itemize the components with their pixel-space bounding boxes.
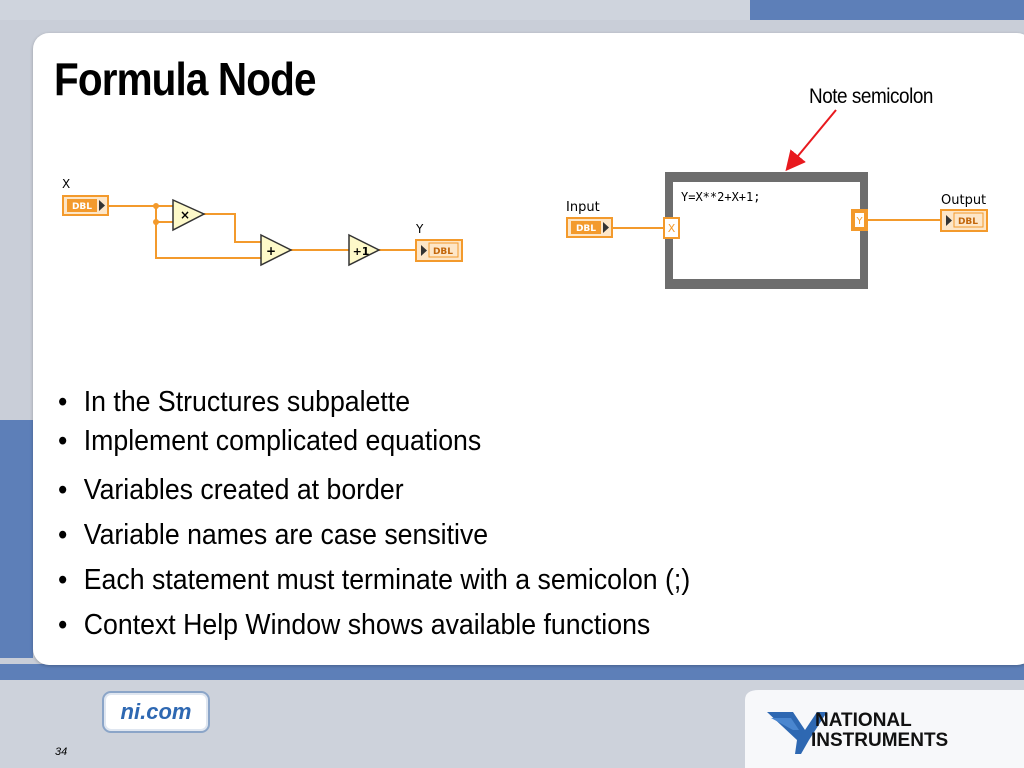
bullet-text: Variable names are case sensitive bbox=[83, 519, 489, 551]
bullet-item: •In the Structures subpalette bbox=[58, 386, 411, 418]
input-terminal-type: DBL bbox=[576, 224, 596, 234]
ni-com-badge[interactable]: ni.com bbox=[102, 691, 210, 733]
slide-title: Formula Node bbox=[54, 53, 316, 105]
formula-diagram: Input DBL Y=X**2+X+1; X Y Output bbox=[566, 172, 988, 289]
bullet-item: •Each statement must terminate with a se… bbox=[58, 564, 691, 596]
input-variable-box[interactable]: X bbox=[663, 217, 680, 239]
y-label: Y bbox=[415, 222, 424, 236]
increment-node[interactable]: +1 bbox=[348, 233, 381, 267]
eagle-logo-icon bbox=[767, 712, 827, 754]
bullet-text: Variables created at border bbox=[83, 474, 404, 506]
page-number: 34 bbox=[55, 746, 68, 758]
ni-com-text: ni.com bbox=[120, 699, 192, 724]
y-terminal[interactable]: DBL bbox=[415, 239, 463, 262]
bullet-text: Context Help Window shows available func… bbox=[83, 609, 651, 641]
formula-node[interactable]: Y=X**2+X+1; X Y bbox=[663, 172, 868, 289]
bullet-text: In the Structures subpalette bbox=[83, 386, 411, 418]
output-variable: Y bbox=[855, 216, 863, 227]
input-terminal[interactable]: DBL bbox=[566, 217, 613, 238]
input-variable: X bbox=[668, 222, 676, 235]
multiply-symbol: × bbox=[180, 208, 190, 222]
note-arrow bbox=[785, 109, 837, 172]
x-label: X bbox=[62, 177, 70, 191]
note-label: Note semicolon bbox=[809, 85, 933, 108]
output-variable-box[interactable]: Y bbox=[851, 209, 868, 231]
bullet-item: •Implement complicated equations bbox=[58, 425, 482, 457]
left-wires bbox=[108, 205, 416, 259]
logo-line-1: NATIONAL bbox=[815, 710, 912, 731]
slide-card bbox=[33, 33, 1024, 665]
add-node[interactable]: + bbox=[260, 233, 293, 267]
bullet-text: Each statement must terminate with a sem… bbox=[83, 564, 691, 596]
increment-symbol: +1 bbox=[353, 245, 370, 258]
bullet-text: Implement complicated equations bbox=[83, 425, 482, 457]
x-terminal-type: DBL bbox=[72, 202, 92, 212]
formula-text: Y=X**2+X+1; bbox=[681, 190, 760, 204]
output-terminal-type: DBL bbox=[958, 217, 978, 227]
output-label: Output bbox=[941, 193, 986, 208]
ni-logo: NATIONAL INSTRUMENTS bbox=[745, 690, 1024, 768]
input-label: Input bbox=[566, 200, 600, 215]
logo-line-2: INSTRUMENTS bbox=[811, 730, 948, 751]
bullet-item: •Variable names are case sensitive bbox=[58, 519, 489, 551]
add-symbol: + bbox=[266, 244, 276, 258]
bullet-item: •Variables created at border bbox=[58, 474, 404, 506]
bullet-item: •Context Help Window shows available fun… bbox=[58, 609, 651, 641]
multiply-node[interactable]: × bbox=[172, 198, 206, 232]
x-terminal[interactable]: DBL bbox=[62, 195, 109, 216]
y-terminal-type: DBL bbox=[433, 247, 453, 257]
block-diagram: X DBL × + bbox=[62, 177, 463, 267]
output-terminal[interactable]: DBL bbox=[940, 209, 988, 232]
